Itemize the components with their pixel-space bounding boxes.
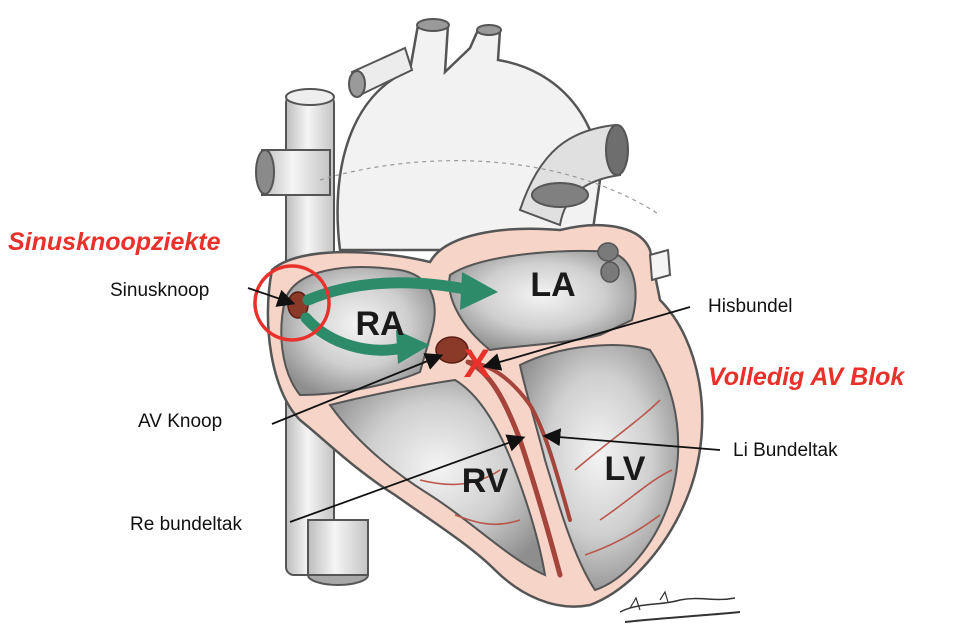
- chamber-label-rv: RV: [462, 462, 509, 500]
- highlight-av-block: Volledig AV Blok: [708, 363, 905, 391]
- label-av-knoop: AV Knoop: [138, 411, 222, 432]
- chamber-label-lv: LV: [605, 450, 646, 488]
- chamber-label-la: LA: [530, 266, 575, 304]
- pulmonary-vein-left: [256, 150, 330, 195]
- label-re-bundeltak: Re bundeltak: [130, 514, 242, 535]
- artist-signature: [620, 592, 740, 622]
- label-li-bundeltak: Li Bundeltak: [733, 440, 838, 461]
- highlight-sinus-disease: Sinusknoopziekte: [8, 228, 221, 256]
- block-mark: X: [464, 342, 491, 386]
- label-hisbundel: Hisbundel: [708, 296, 793, 317]
- chamber-label-ra: RA: [355, 305, 404, 343]
- label-sinusknoop: Sinusknoop: [110, 280, 209, 301]
